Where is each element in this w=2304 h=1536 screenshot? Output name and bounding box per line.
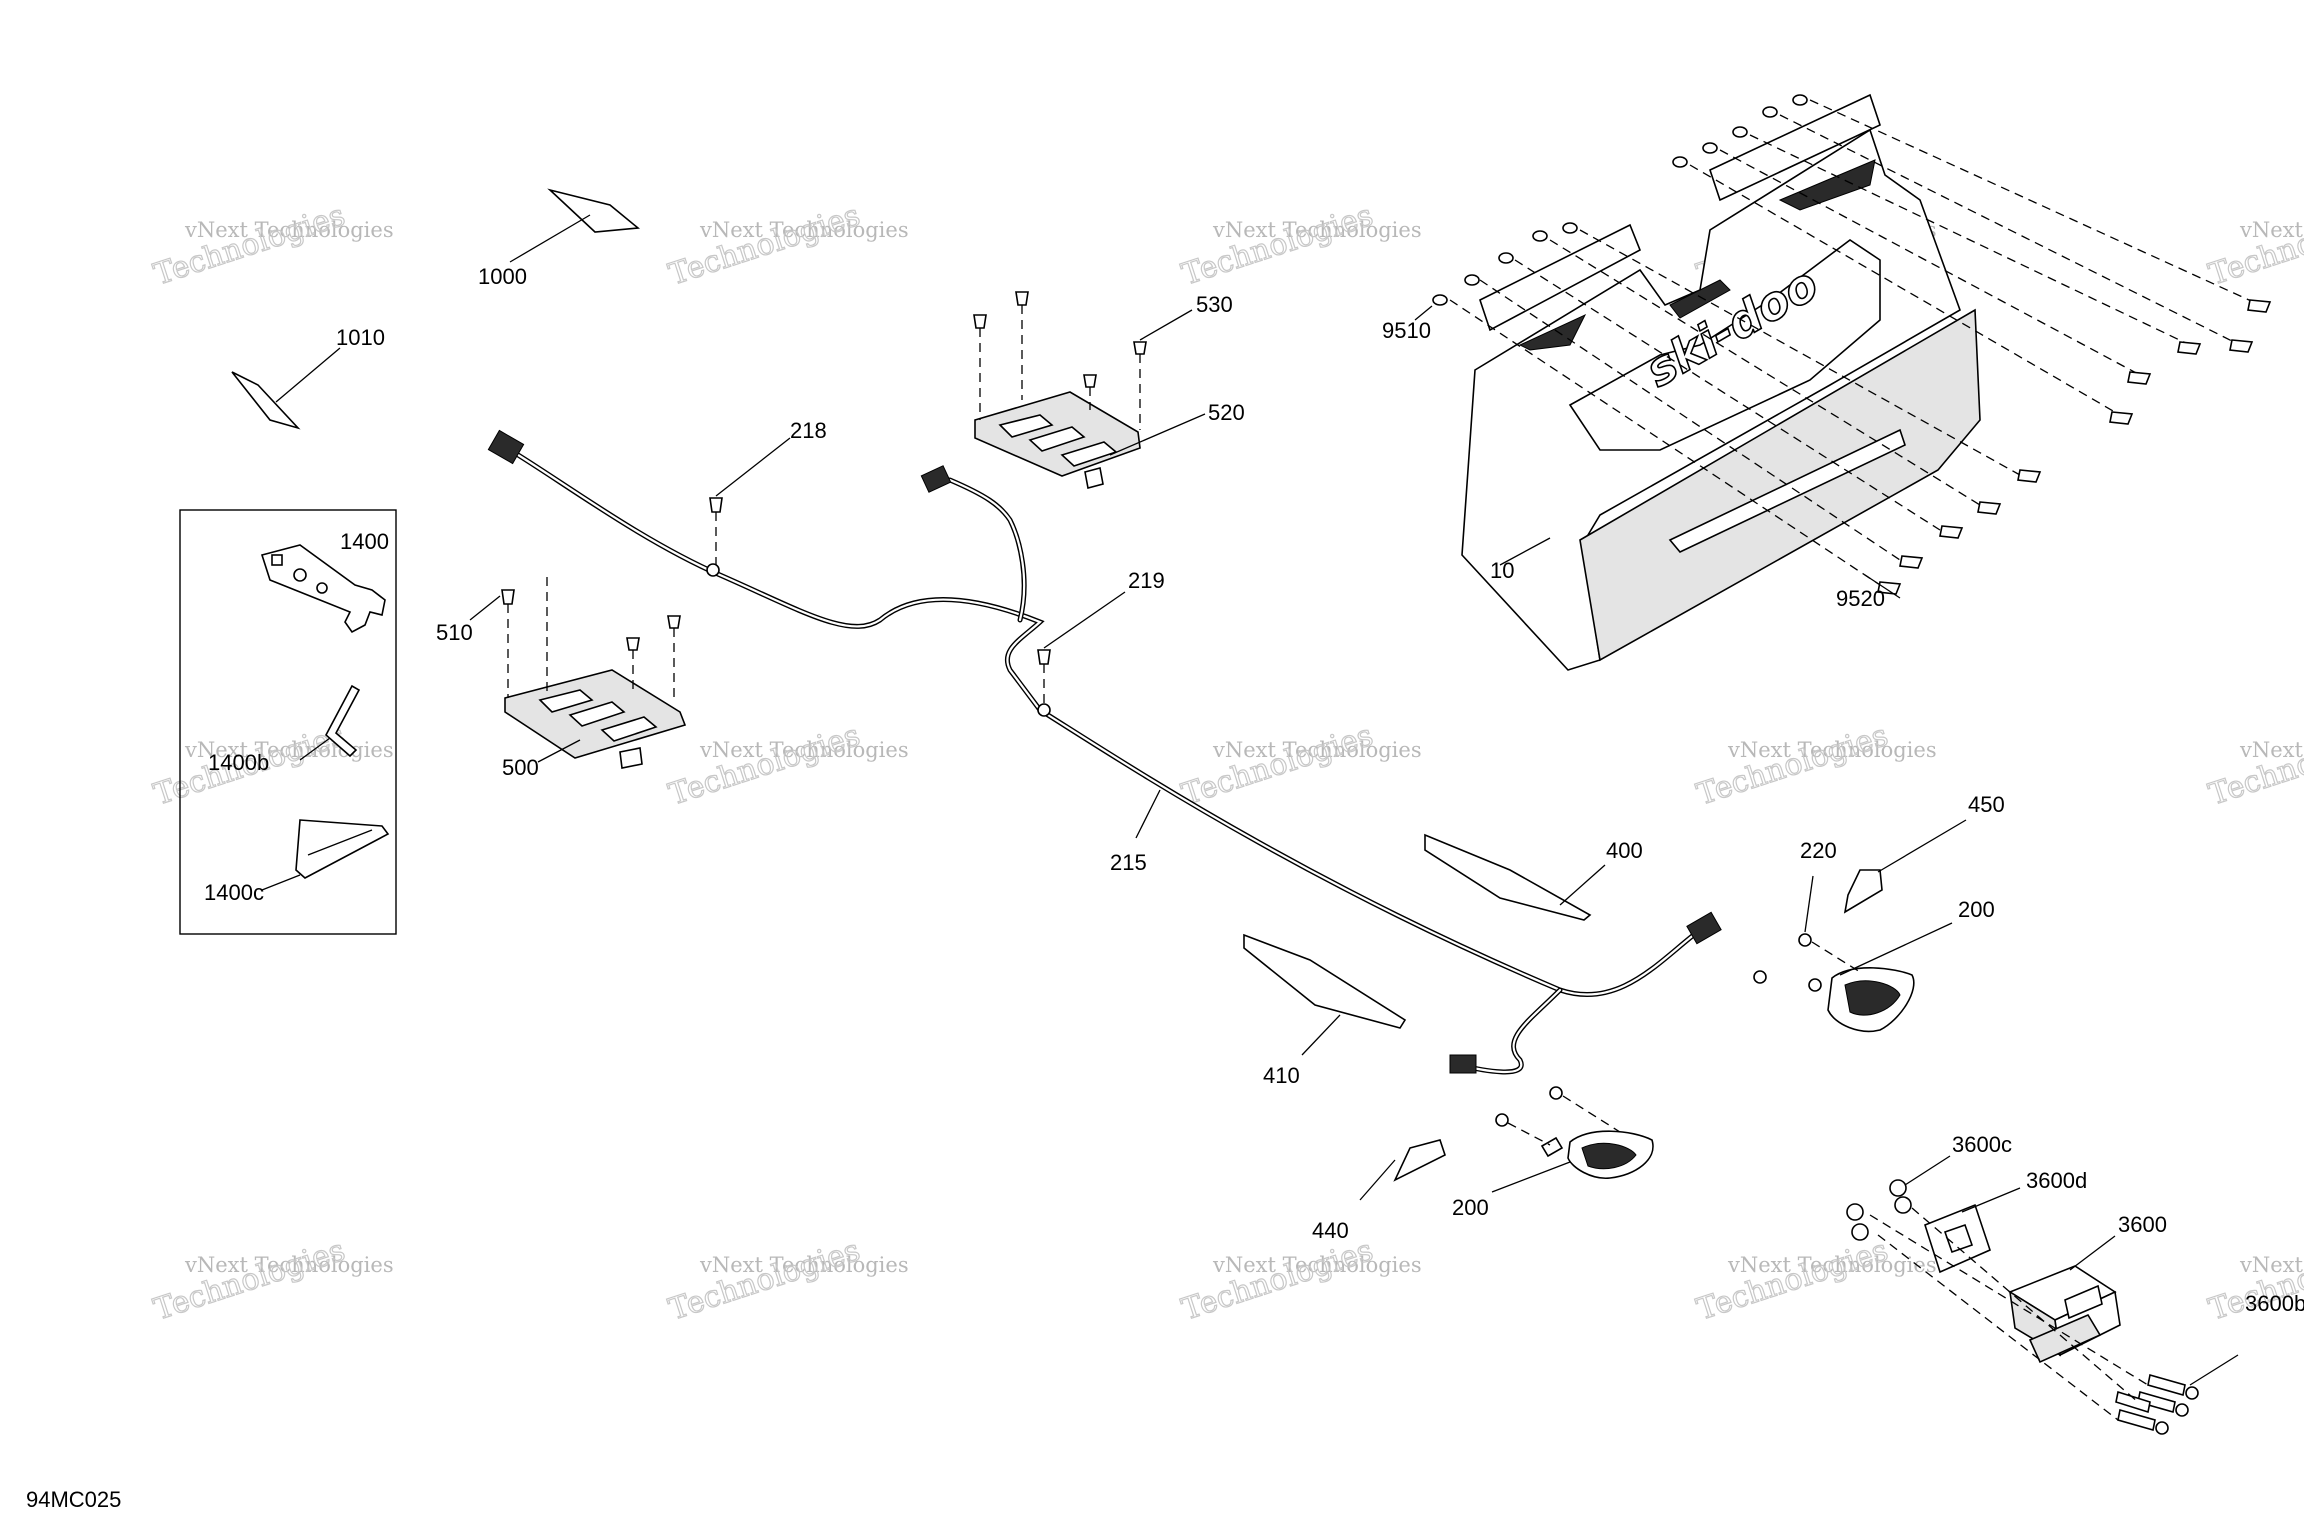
- svg-text:vNext Technologies: vNext Technologies: [699, 738, 909, 762]
- svg-text:510: 510: [436, 620, 473, 645]
- hitch-receiver-3600[interactable]: 3600: [2008, 1212, 2167, 1364]
- watermark: vNext Technologies Technologies: [1177, 197, 1422, 293]
- rear-panel-10[interactable]: ski-doo 10: [1461, 93, 1981, 671]
- svg-text:Technologies: Technologies: [2205, 198, 2304, 293]
- svg-text:Technologies: Technologies: [1178, 718, 1378, 813]
- svg-text:vNext Technologies: vNext Technologies: [1212, 1253, 1422, 1277]
- hitch-3600-group[interactable]: 3600c 3600d 3600: [1846, 1132, 2304, 1435]
- svg-text:220: 220: [1800, 838, 1837, 863]
- svg-text:vNext Technologies: vNext Technologies: [184, 218, 394, 242]
- svg-text:vNext Technologies: vNext Technologies: [2239, 218, 2304, 242]
- svg-text:200: 200: [1452, 1195, 1489, 1220]
- svg-text:Technologies: Technologies: [150, 1233, 350, 1328]
- svg-text:Technologies: Technologies: [665, 1233, 865, 1328]
- decal-1010[interactable]: 1010: [231, 325, 385, 430]
- tool-kit-box: 1400 1400b 1400c: [179, 509, 397, 935]
- svg-text:Technologies: Technologies: [2205, 718, 2304, 813]
- light-200-upper[interactable]: 200: [1808, 897, 1995, 1033]
- wrench-1400[interactable]: 1400: [260, 529, 389, 634]
- wiring-harness-215[interactable]: 215: [487, 429, 1722, 1075]
- watermark: vNext Technologies Technologies: [2204, 197, 2304, 293]
- svg-text:Technologies: Technologies: [1178, 1233, 1378, 1328]
- watermark: vNext Technologies Technologies: [1177, 1232, 1422, 1328]
- deflector-440[interactable]: 440: [1312, 1139, 1446, 1243]
- deflector-400[interactable]: 400: [1424, 833, 1643, 921]
- svg-text:10: 10: [1490, 558, 1514, 583]
- svg-text:1010: 1010: [336, 325, 385, 350]
- light-200-lower[interactable]: 200: [1452, 1086, 1654, 1220]
- screws-9520[interactable]: 9520: [1449, 99, 2272, 611]
- svg-text:410: 410: [1263, 1063, 1300, 1088]
- washers-9510[interactable]: 9510: [1382, 94, 1808, 343]
- svg-text:1000: 1000: [478, 264, 527, 289]
- svg-text:vNext Technologies: vNext Technologies: [184, 738, 394, 762]
- clip-218[interactable]: 218: [709, 418, 827, 565]
- svg-text:500: 500: [502, 755, 539, 780]
- plate-3600d[interactable]: 3600d: [1924, 1168, 2087, 1274]
- svg-text:vNext Technologies: vNext Technologies: [2239, 738, 2304, 762]
- svg-text:Technologies: Technologies: [665, 718, 865, 813]
- svg-text:530: 530: [1196, 292, 1233, 317]
- svg-text:Technologies: Technologies: [1693, 718, 1893, 813]
- svg-text:440: 440: [1312, 1218, 1349, 1243]
- svg-text:1400: 1400: [340, 529, 389, 554]
- watermark: vNext Technologies Technologies: [149, 197, 394, 293]
- svg-text:9510: 9510: [1382, 318, 1431, 343]
- svg-text:520: 520: [1208, 400, 1245, 425]
- svg-text:219: 219: [1128, 568, 1165, 593]
- watermark-grid: vNext Technologies Technologies vNext Te…: [149, 197, 2304, 1328]
- svg-text:3600c: 3600c: [1952, 1132, 2012, 1157]
- decal-1000[interactable]: 1000: [478, 188, 641, 289]
- hex-key-1400b[interactable]: 1400b: [208, 684, 361, 775]
- deflector-450[interactable]: 450: [1843, 792, 2005, 914]
- svg-text:vNext Technologies: vNext Technologies: [1212, 218, 1422, 242]
- svg-text:3600b: 3600b: [2245, 1291, 2304, 1316]
- screws-510[interactable]: 510: [436, 577, 681, 700]
- watermark: vNext Technologies Technologies: [664, 717, 909, 813]
- watermark: vNext Technologies Technologies: [149, 717, 394, 813]
- svg-text:1400c: 1400c: [204, 880, 264, 905]
- clip-219[interactable]: 219: [1037, 568, 1165, 705]
- deflector-410[interactable]: 410: [1243, 933, 1407, 1088]
- svg-text:Technologies: Technologies: [150, 198, 350, 293]
- watermark: vNext Technologies Technologies: [1692, 717, 1937, 813]
- screws-530[interactable]: 530: [973, 291, 1233, 430]
- watermark: vNext Technologies Technologies: [1692, 1232, 1937, 1328]
- svg-text:vNext Technologies: vNext Technologies: [2239, 1253, 2304, 1277]
- bolts-3600b[interactable]: 3600b: [1869, 1207, 2304, 1435]
- svg-text:vNext Technologies: vNext Technologies: [184, 1253, 394, 1277]
- svg-text:Technologies: Technologies: [1693, 1233, 1893, 1328]
- svg-text:215: 215: [1110, 850, 1147, 875]
- svg-text:Technologies: Technologies: [1178, 198, 1378, 293]
- svg-text:vNext Technologies: vNext Technologies: [1212, 738, 1422, 762]
- svg-text:Technologies: Technologies: [665, 198, 865, 293]
- svg-text:450: 450: [1968, 792, 2005, 817]
- watermark: vNext Technologies Technologies: [1177, 717, 1422, 813]
- bracket-520[interactable]: 520: [974, 391, 1245, 489]
- svg-text:3600: 3600: [2118, 1212, 2167, 1237]
- washers-220[interactable]: 220: [1753, 838, 1861, 984]
- svg-text:vNext Technologies: vNext Technologies: [699, 1253, 909, 1277]
- svg-text:vNext Technologies: vNext Technologies: [1727, 738, 1937, 762]
- svg-text:218: 218: [790, 418, 827, 443]
- watermark: vNext Technologies Technologies: [664, 197, 909, 293]
- watermark: vNext Technologies Technologies: [149, 1232, 394, 1328]
- bracket-500[interactable]: 500: [502, 669, 687, 780]
- svg-text:vNext Technologies: vNext Technologies: [1727, 1253, 1937, 1277]
- watermark: vNext Technologies Technologies: [2204, 717, 2304, 813]
- nuts-3600c[interactable]: 3600c: [1846, 1132, 2012, 1241]
- strap-1400c[interactable]: 1400c: [204, 819, 390, 905]
- svg-text:1400b: 1400b: [208, 750, 269, 775]
- watermark: vNext Technologies Technologies: [664, 1232, 909, 1328]
- figure-code: 94MC025: [26, 1487, 121, 1512]
- svg-text:vNext Technologies: vNext Technologies: [699, 218, 909, 242]
- svg-text:9520: 9520: [1836, 586, 1885, 611]
- svg-text:200: 200: [1958, 897, 1995, 922]
- svg-text:400: 400: [1606, 838, 1643, 863]
- svg-text:3600d: 3600d: [2026, 1168, 2087, 1193]
